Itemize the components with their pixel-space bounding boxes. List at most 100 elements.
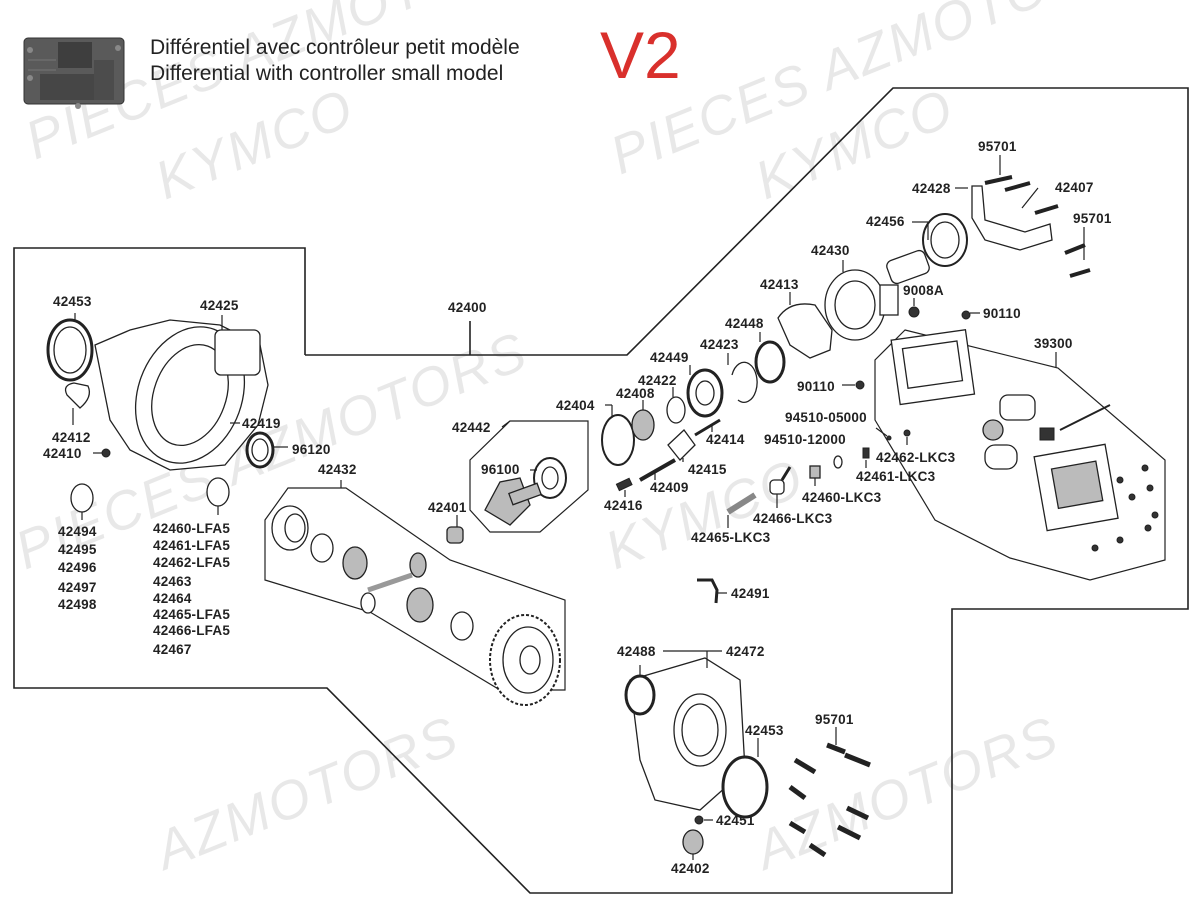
callout-42402: 42402 [671,861,710,876]
callout-42451: 42451 [716,813,755,828]
callout-42401: 42401 [428,500,467,515]
callout-90110: 90110 [797,379,835,394]
spring-42416-icon [615,477,633,492]
callout-42414: 42414 [706,432,745,447]
ball-42462-icon [903,429,911,437]
washer-icon [310,533,334,563]
seal-list-item: 42465-LFA5 [153,607,231,622]
o-ring-42494-icon [70,483,94,513]
seal-list-item: 42461-LFA5 [153,538,231,553]
bolts-95701-icon [788,742,871,858]
callout-96100: 96100 [481,462,520,477]
bearing-42404-icon [601,414,635,466]
callout-39300: 39300 [1034,336,1073,351]
controller-thumbnail-icon [23,37,125,109]
circlip-42423-icon [731,361,758,403]
callout-95701: 95701 [815,712,854,727]
bolt-42451-icon [694,815,704,825]
lever-42466-icon [769,479,785,495]
callout-42400: 42400 [448,300,487,315]
callout-42404: 42404 [556,398,595,413]
version-badge: V2 [600,18,681,92]
callout-42410: 42410 [43,446,82,461]
seal-list-item: 42460-LFA5 [153,521,231,536]
shaft-42465-icon [726,492,757,515]
o-ring-list-item: 42497 [58,580,97,595]
callout-42491: 42491 [731,586,770,601]
seal-list-item: 42463 [153,574,192,589]
seal-42448-icon [754,340,786,384]
callout-42461-LKC3: 42461-LKC3 [856,469,936,484]
callout-42430: 42430 [811,243,850,258]
washer-94510-05000-icon [886,435,892,441]
o-ring-42460-icon [206,477,230,507]
callout-94510-12000: 94510-12000 [764,432,846,447]
callout-42422: 42422 [638,373,677,388]
callout-42413: 42413 [760,277,799,292]
housing-part-icon [94,319,269,471]
seal-list-item: 42462-LFA5 [153,555,231,570]
gasket-42413-icon [777,303,833,359]
o-ring-list-item: 42495 [58,542,97,557]
callout-42460-LKC3: 42460-LKC3 [802,490,882,505]
actuator-42456-icon [886,213,968,285]
o-ring-list-item: 42498 [58,597,97,612]
callout-42423: 42423 [700,337,739,352]
washer-42422-icon [666,396,686,424]
title-english: Differential with controller small model [150,62,504,85]
seal-list-item: 42467 [153,642,192,657]
gasket-42412-icon [64,382,91,409]
callout-42428: 42428 [912,181,951,196]
pinion-gear-icon [409,552,427,578]
callout-94510-05000: 94510-05000 [785,410,867,425]
side-gear-icon [406,587,434,623]
o-ring-list-item: 42496 [58,560,97,575]
pin-42414-icon [694,418,721,437]
washer-icon [450,611,474,641]
sleeve-42408-icon [631,409,655,441]
clip-94510-12000-icon [833,455,843,469]
callout-95701: 95701 [978,139,1017,154]
gear-icon [982,419,1004,441]
callout-42412: 42412 [52,430,91,445]
seal-42453-icon [721,755,769,819]
callout-42453: 42453 [53,294,92,309]
assembly-outline [13,87,1189,894]
wire-harness-icon [1059,404,1111,431]
pinion-kit-outline [469,420,589,533]
connector-icon [1039,427,1055,441]
spring-42461-icon [862,447,870,459]
callout-42407: 42407 [1055,180,1094,195]
breather-42491-icon [697,578,719,604]
callout-42472: 42472 [726,644,765,659]
spring-42460-icon [809,465,821,479]
callout-42415: 42415 [688,462,727,477]
side-gear-icon [342,546,368,580]
motor-icon [984,444,1018,470]
controller-kit-outline [874,329,1166,581]
callout-42425: 42425 [200,298,239,313]
shaft-42409-icon [639,458,676,482]
callout-42448: 42448 [725,316,764,331]
bracket-42428-icon [971,185,1053,251]
plug-42402-icon [682,829,704,855]
seal-42488-icon [624,674,656,716]
callout-42462-LKC3: 42462-LKC3 [876,450,956,465]
callout-42408: 42408 [616,386,655,401]
callout-42456: 42456 [866,214,905,229]
screws-icon [1091,464,1159,552]
nut-42410-icon [101,448,111,458]
fork-42415-icon [667,429,696,461]
seal-list-item: 42466-LFA5 [153,623,231,638]
callout-90110: 90110 [983,306,1021,321]
callout-42416: 42416 [604,498,643,513]
o-ring-list-item: 42494 [58,524,97,539]
callout-42453: 42453 [745,723,784,738]
pinion-gear-icon [360,592,376,614]
bushing-42401-icon [446,526,464,544]
callout-42465-LKC3: 42465-LKC3 [691,530,771,545]
callout-42442: 42442 [452,420,491,435]
nut-9008A-icon [908,306,920,318]
